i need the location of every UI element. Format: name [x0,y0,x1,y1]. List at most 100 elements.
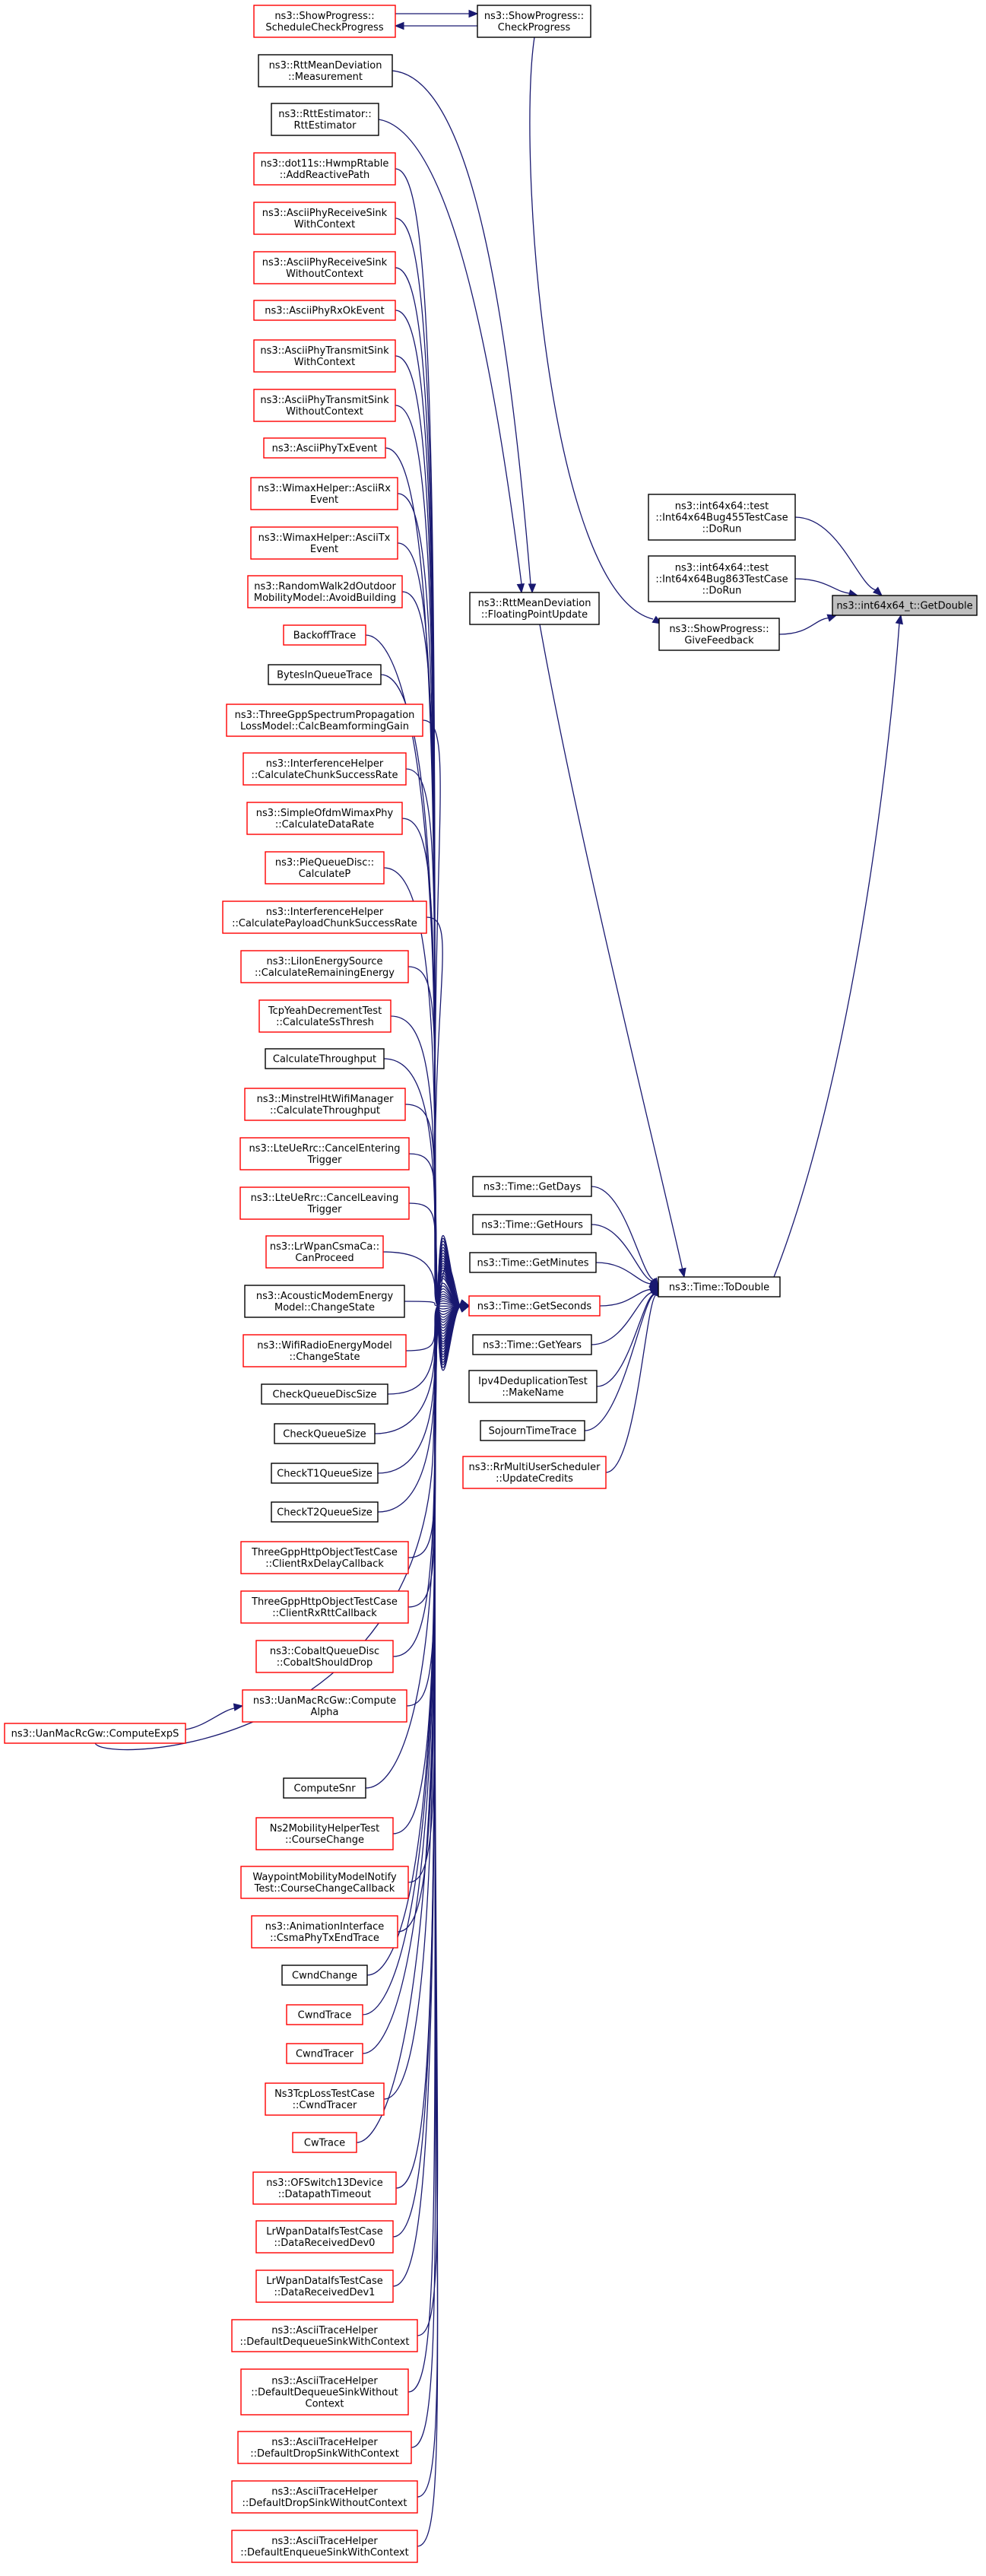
node-c30[interactable]: CheckT2QueueSize [271,1501,379,1523]
node-getseconds[interactable]: ns3::Time::GetSeconds [468,1295,601,1317]
node-gethours[interactable]: ns3::Time::GetHours [472,1214,592,1235]
node-c10[interactable]: ns3::RandomWalk2dOutdoorMobilityModel::A… [247,575,403,608]
node-label: ns3::int64x64_t::GetDouble [836,601,972,612]
node-getminutes[interactable]: ns3::Time::GetMinutes [469,1252,597,1273]
node-label: Ns3TcpLossTestCase [274,2088,375,2100]
node-c42[interactable]: CwndTracer [286,2043,363,2064]
node-label: SojournTimeTrace [489,1426,577,1437]
node-rrmulti[interactable]: ns3::RrMultiUserScheduler::UpdateCredits [462,1456,607,1489]
node-box [255,1640,394,1673]
node-bug863[interactable]: ns3::int64x64::test::Int64x64Bug863TestC… [648,555,796,602]
node-c20[interactable]: CalculateThroughput [265,1048,385,1069]
node-label: CwndTrace [298,2010,352,2022]
node-c26[interactable]: ns3::WifiRadioEnergyModel::ChangeState [243,1334,407,1367]
node-c15[interactable]: ns3::SimpleOfdmWimaxPhy::CalculateDataRa… [246,802,403,835]
node-c25[interactable]: ns3::AcousticModemEnergyModel::ChangeSta… [244,1285,405,1318]
node-label: ::Int64x64Bug863TestCase [655,574,788,586]
node-label: ns3::Time::ToDouble [669,1282,769,1294]
node-c39[interactable]: ns3::AnimationInterface::CsmaPhyTxEndTra… [251,1915,398,1949]
node-c19[interactable]: TcpYeahDecrementTest::CalculateSsThresh [258,999,392,1033]
node-getdouble[interactable]: ns3::int64x64_t::GetDouble [832,595,978,616]
node-c43[interactable]: Ns3TcpLossTestCase::CwndTracer [265,2082,385,2116]
node-c24[interactable]: ns3::LrWpanCsmaCa::CanProceed [265,1235,384,1269]
edge-n_c35-to-n_c34 [185,1707,235,1730]
node-c29[interactable]: CheckT1QueueSize [271,1463,379,1484]
edge-n_getseconds-to-n_todouble [599,1288,651,1307]
node-checkprogress[interactable]: ns3::ShowProgress::CheckProgress [477,5,591,38]
node-label: ns3::InterferenceHelper [266,758,384,770]
node-c16[interactable]: ns3::PieQueueDisc::CalculateP [265,851,385,885]
graph-nodes: ns3::int64x64_t::GetDouble ns3::int64x64:… [4,5,978,2563]
node-label: RttEstimator [294,120,357,132]
node-c49[interactable]: ns3::AsciiTraceHelper::DefaultDequeueSin… [240,2368,409,2416]
node-c38[interactable]: WaypointMobilityModelNotifyTest::CourseC… [240,1866,409,1899]
node-bug455[interactable]: ns3::int64x64::test::Int64x64Bug455TestC… [648,494,796,541]
node-c32[interactable]: ThreeGppHttpObjectTestCase::ClientRxRttC… [240,1590,409,1624]
node-ipv4dedup[interactable]: Ipv4DeduplicationTest::MakeName [468,1370,598,1403]
node-box [231,2530,418,2563]
node-c41[interactable]: CwndTrace [286,2004,363,2025]
node-c12[interactable]: BytesInQueueTrace [268,664,382,685]
node-label: ::CalculateThroughput [270,1105,380,1116]
node-box [283,1777,366,1799]
node-c33[interactable]: ns3::CobaltQueueDisc::CobaltShouldDrop [255,1640,394,1673]
node-label: ::CalculateRemainingEnergy [255,967,395,979]
node-c48[interactable]: ns3::AsciiTraceHelper::DefaultDequeueSin… [231,2319,418,2352]
node-box [271,1501,379,1523]
edge-n_gethours-to-n_todouble [591,1224,653,1282]
node-schedcheck[interactable]: ns3::ShowProgress::ScheduleCheckProgress [253,5,396,38]
node-fpu[interactable]: ns3::RttMeanDeviation::FloatingPointUpda… [469,592,600,625]
node-c18[interactable]: ns3::LiIonEnergySource::CalculateRemaini… [240,950,409,983]
node-todouble[interactable]: ns3::Time::ToDouble [658,1276,781,1298]
node-label: ns3::SimpleOfdmWimaxPhy [256,808,394,819]
node-getdays[interactable]: ns3::Time::GetDays [472,1176,592,1197]
node-label: ::DatapathTimeout [278,2189,371,2200]
node-label: ::CobaltShouldDrop [277,1657,373,1669]
node-c31[interactable]: ThreeGppHttpObjectTestCase::ClientRxDela… [240,1541,409,1574]
node-givefeedback[interactable]: ns3::ShowProgress::GiveFeedback [658,618,780,651]
node-c13[interactable]: ns3::ThreeGppSpectrumPropagationLossMode… [226,704,423,737]
node-label: ns3::AsciiPhyTransmitSink [260,395,389,406]
node-measurement[interactable]: ns3::RttMeanDeviation::Measurement [258,54,393,87]
node-label: ns3::AsciiTraceHelper [271,2486,378,2498]
node-c47[interactable]: LrWpanDataIfsTestCase::DataReceivedDev1 [255,2269,394,2303]
node-c17[interactable]: ns3::InterferenceHelper::CalculatePayloa… [222,900,427,934]
node-box [239,1186,410,1220]
node-label: ::UpdateCredits [496,1473,573,1485]
node-c27[interactable]: CheckQueueDiscSize [261,1383,388,1405]
node-c52[interactable]: ns3::AsciiTraceHelper::DefaultEnqueueSin… [231,2530,418,2563]
node-box [274,1423,376,1444]
node-sojourn[interactable]: SojournTimeTrace [480,1420,585,1441]
node-c07[interactable]: ns3::AsciiPhyTxEvent [263,437,386,459]
node-label: CheckT2QueueSize [277,1507,373,1519]
node-c14[interactable]: ns3::InterferenceHelper::CalculateChunkS… [243,752,407,786]
node-c35[interactable]: ns3::UanMacRcGw::ComputeExpS [4,1723,186,1744]
node-getyears[interactable]: ns3::Time::GetYears [472,1334,592,1355]
node-label: Trigger [307,1204,342,1215]
node-c45[interactable]: ns3::OFSwitch13Device::DatapathTimeout [252,2171,397,2205]
node-c44[interactable]: CwTrace [292,2132,357,2153]
node-c04[interactable]: ns3::AsciiPhyRxOkEvent [253,300,396,321]
node-c40[interactable]: CwndChange [281,1965,368,1986]
node-c51[interactable]: ns3::AsciiTraceHelper::DefaultDropSinkWi… [231,2480,418,2514]
node-c50[interactable]: ns3::AsciiTraceHelper::DefaultDropSinkWi… [237,2431,412,2464]
node-c46[interactable]: LrWpanDataIfsTestCase::DataReceivedDev0 [255,2220,394,2254]
node-c01[interactable]: ns3::dot11s::HwmpRtable::AddReactivePath [253,152,396,186]
node-label: ns3::AsciiTraceHelper [271,2376,378,2387]
node-rttest[interactable]: ns3::RttEstimator::RttEstimator [271,103,379,136]
node-c21[interactable]: ns3::MinstrelHtWifiManager::CalculateThr… [244,1088,406,1121]
node-c36[interactable]: ComputeSnr [283,1777,366,1799]
node-c11[interactable]: BackoffTrace [283,624,366,646]
node-c28[interactable]: CheckQueueSize [274,1423,376,1444]
node-c37[interactable]: Ns2MobilityHelperTest::CourseChange [255,1817,394,1850]
node-box [239,1137,410,1170]
